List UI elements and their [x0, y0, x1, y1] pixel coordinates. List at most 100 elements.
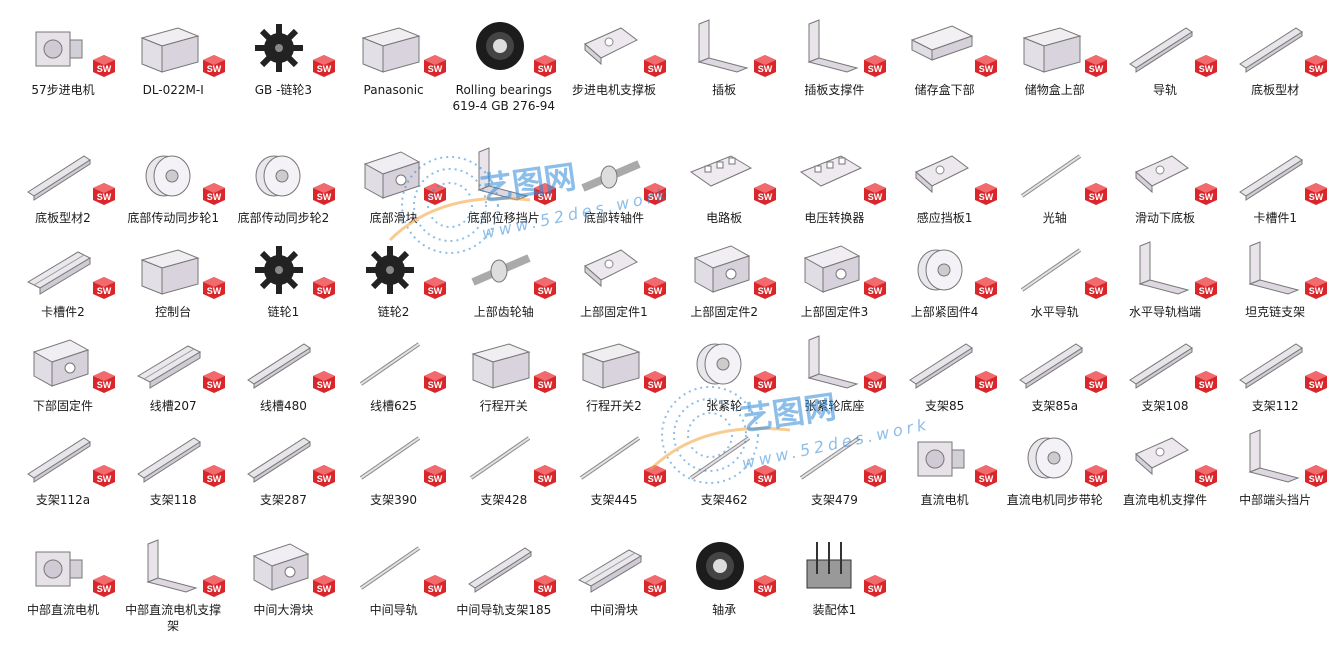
part-thumbnail: SW	[890, 10, 1000, 77]
part-preview-icon	[1022, 27, 1082, 73]
solidworks-badge-icon: SW	[313, 183, 336, 205]
svg-text:SW: SW	[758, 474, 773, 484]
solidworks-badge-icon: SW	[754, 55, 777, 77]
solidworks-badge-icon: SW	[203, 465, 226, 487]
solidworks-badge-icon: SW	[93, 277, 115, 299]
part-thumbnail: SW	[8, 232, 118, 299]
file-name: 支架112	[1251, 399, 1299, 413]
svg-text:SW: SW	[427, 584, 442, 594]
solidworks-badge-icon: SW	[1195, 465, 1217, 487]
part-preview-icon	[690, 155, 753, 187]
part-thumbnail: SW	[779, 420, 889, 487]
part-thumbnail: SW	[449, 420, 559, 487]
part-preview-icon	[693, 245, 751, 293]
solidworks-badge-icon: SW	[644, 183, 666, 205]
part-thumbnail: SW	[669, 138, 779, 205]
part-thumbnail: SW	[1000, 232, 1110, 299]
solidworks-badge-icon: SW	[1084, 277, 1107, 299]
part-thumbnail: SW	[228, 10, 338, 77]
file-name: 底板型材	[1251, 83, 1300, 97]
file-name: 支架85a	[1031, 399, 1079, 413]
part-preview-icon	[247, 343, 312, 389]
svg-text:SW: SW	[207, 584, 222, 594]
part-thumbnail: SW	[339, 138, 449, 205]
file-item[interactable]: SW 支架112	[1220, 326, 1330, 414]
file-item[interactable]: SW 插板	[669, 10, 779, 98]
solidworks-badge-icon: SW	[644, 575, 666, 597]
solidworks-badge-icon: SW	[1084, 465, 1107, 487]
solidworks-badge-icon: SW	[754, 277, 777, 299]
solidworks-badge-icon: SW	[1084, 183, 1107, 205]
svg-text:SW: SW	[1309, 380, 1324, 390]
file-name: 插板	[712, 83, 737, 97]
solidworks-badge-icon: SW	[1084, 371, 1107, 393]
file-item[interactable]: SW 支架85a	[1000, 326, 1110, 414]
